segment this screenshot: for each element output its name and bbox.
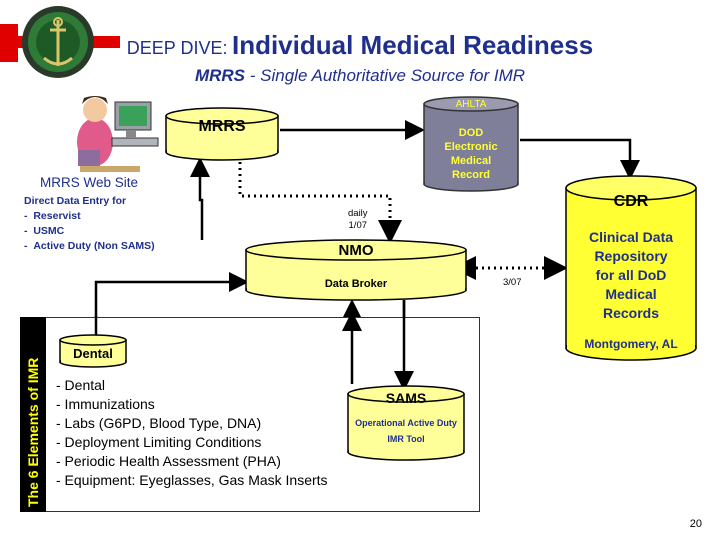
navy-logo-icon <box>0 6 120 78</box>
ahlta-cylinder <box>423 96 519 192</box>
subtitle-bold: MRRS <box>194 66 246 85</box>
cdr-feed-date: 3/07 <box>503 277 522 288</box>
web-site-title: MRRS Web Site <box>40 175 139 190</box>
ahlta-tag: AHLTA <box>455 99 487 110</box>
web-site-line1: Direct Data Entry for <box>24 195 127 207</box>
cdr-cylinder <box>565 175 697 361</box>
dental-label: Dental <box>73 346 113 361</box>
cdr-location: Montgomery, AL <box>584 337 678 351</box>
daily-feed-label: daily 1/07 <box>348 208 368 231</box>
ahlta-body: DOD Electronic Medical Record <box>444 127 498 181</box>
list-item: - Deployment Limiting Conditions <box>56 434 262 450</box>
nmo-cylinder <box>245 239 467 301</box>
page-number: 20 <box>689 518 702 530</box>
slide-subtitle: MRRS - Single Authoritative Source for I… <box>0 66 720 86</box>
mrrs-label: MRRS <box>198 118 246 135</box>
list-item: - Immunizations <box>56 396 155 412</box>
list-item: - Equipment: Eyeglasses, Gas Mask Insert… <box>56 472 328 488</box>
subtitle-rest: - Single Authoritative Source for IMR <box>245 66 526 85</box>
sams-line1: Operational Active Duty <box>355 418 457 428</box>
slide-title: DEEP DIVE: Individual Medical Readiness <box>0 30 720 61</box>
list-item: - Labs (G6PD, Blood Type, DNA) <box>56 415 262 431</box>
sams-label: SAMS <box>385 390 427 406</box>
elements-list: - Dental - Immunizations - Labs (G6PD, B… <box>56 376 328 490</box>
nmo-sub: Data Broker <box>324 278 388 290</box>
list-item: - Periodic Health Assessment (PHA) <box>56 453 281 469</box>
web-site-list: Direct Data Entry for - Reservist - USMC… <box>24 194 155 254</box>
list-item: - Reservist <box>24 210 81 222</box>
mrrs-cylinder <box>165 107 279 161</box>
elements-side-bar: The 6 Elements of IMR <box>20 317 46 512</box>
cdr-description: Clinical Data Repository for all DoD Med… <box>588 229 674 321</box>
sams-line2: IMR Tool <box>387 434 425 444</box>
nmo-label: NMO <box>338 242 374 259</box>
title-main: Individual Medical Readiness <box>231 30 594 60</box>
user-at-computer-icon <box>77 96 159 172</box>
list-item: - Active Duty (Non SAMS) <box>24 240 155 252</box>
title-prefix: DEEP DIVE: <box>126 38 228 58</box>
list-item: - Dental <box>56 377 106 393</box>
list-item: - USMC <box>24 225 65 237</box>
cdr-label: CDR <box>613 193 649 210</box>
